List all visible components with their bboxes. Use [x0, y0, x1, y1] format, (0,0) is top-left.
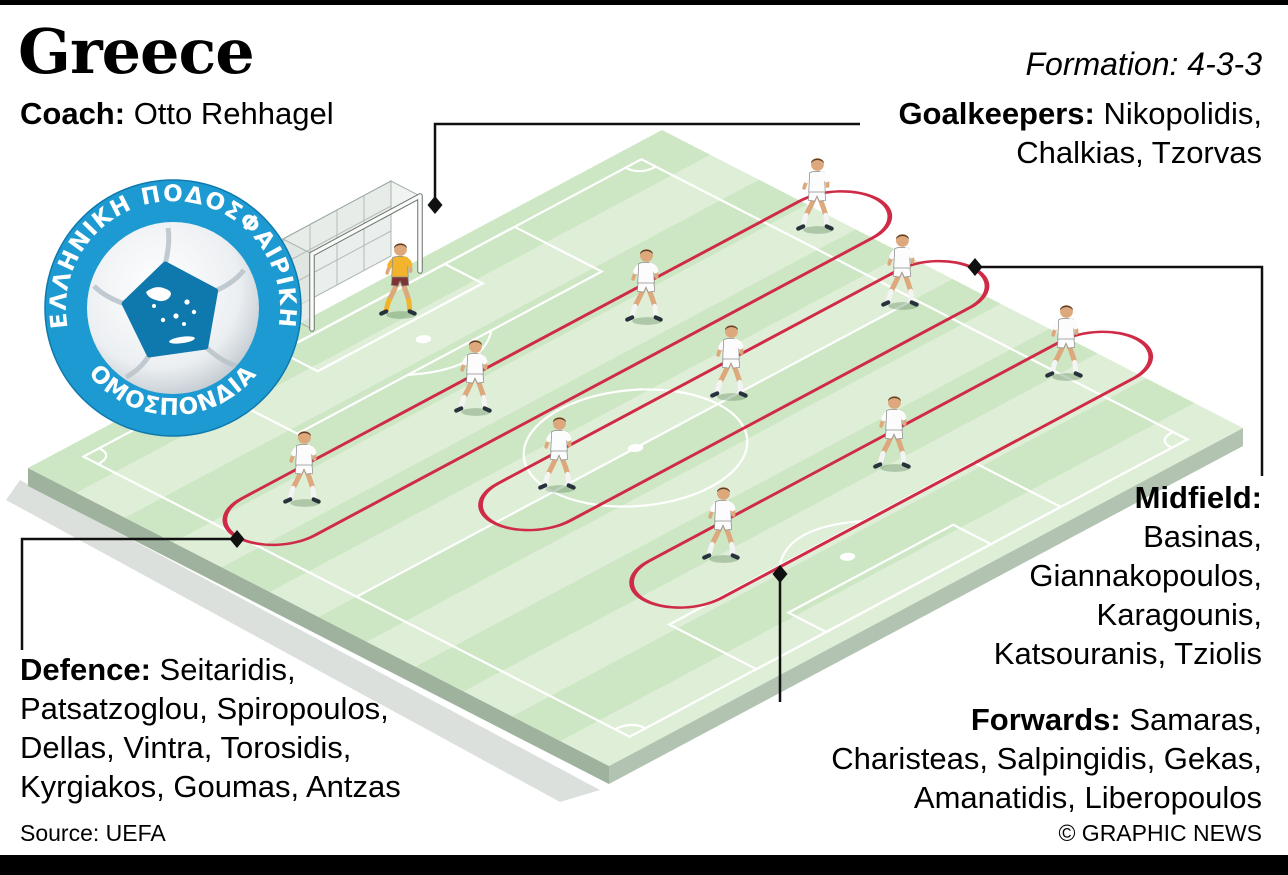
pitch-side-left [28, 468, 609, 784]
defence-label: Defence: Seitaridis, Patsatzoglou, Spiro… [20, 652, 401, 804]
goalkeepers-label: Goalkeepers: Nikopolidis, Chalkias, Tzor… [898, 96, 1262, 170]
callout-diamond [427, 196, 443, 214]
team-title: Greece [18, 15, 255, 88]
bottom-rule [0, 855, 1288, 875]
coach-name: Otto Rehhagel [125, 96, 334, 131]
pitch-side-right [609, 428, 1243, 784]
soccer-ball-icon [87, 222, 259, 394]
federation-logo: ΕΛΛΗΝΙΚΗ ΠΟΔΟΣΦΑΙΡΙΚΗ ΟΜΟΣΠΟΝΔΙΑ [44, 179, 302, 437]
pitch-shadow [6, 480, 600, 802]
top-rule [0, 0, 1288, 5]
source-label: Source: UEFA [20, 820, 166, 846]
forwards-label: Forwards: Samaras, Charisteas, Salpingid… [831, 702, 1262, 815]
credit-label: © GRAPHIC NEWS [1058, 820, 1262, 846]
callout-diamond [967, 258, 983, 276]
formation-label: Formation: 4-3-3 [1025, 46, 1262, 82]
greece-map-icon [146, 287, 197, 344]
defence-loop [222, 190, 893, 547]
callout-diamond [229, 530, 245, 548]
midfield-callout [975, 265, 1264, 476]
coach-label-bold: Coach: [20, 96, 126, 131]
midfield-label: Midfield: Basinas, Giannakopoulos, Karag… [993, 480, 1262, 671]
goalkeepers-callout [433, 122, 860, 205]
defence-callout [20, 537, 237, 650]
coach-label: Coach: Otto Rehhagel [20, 96, 334, 132]
callout-diamond [772, 565, 788, 583]
